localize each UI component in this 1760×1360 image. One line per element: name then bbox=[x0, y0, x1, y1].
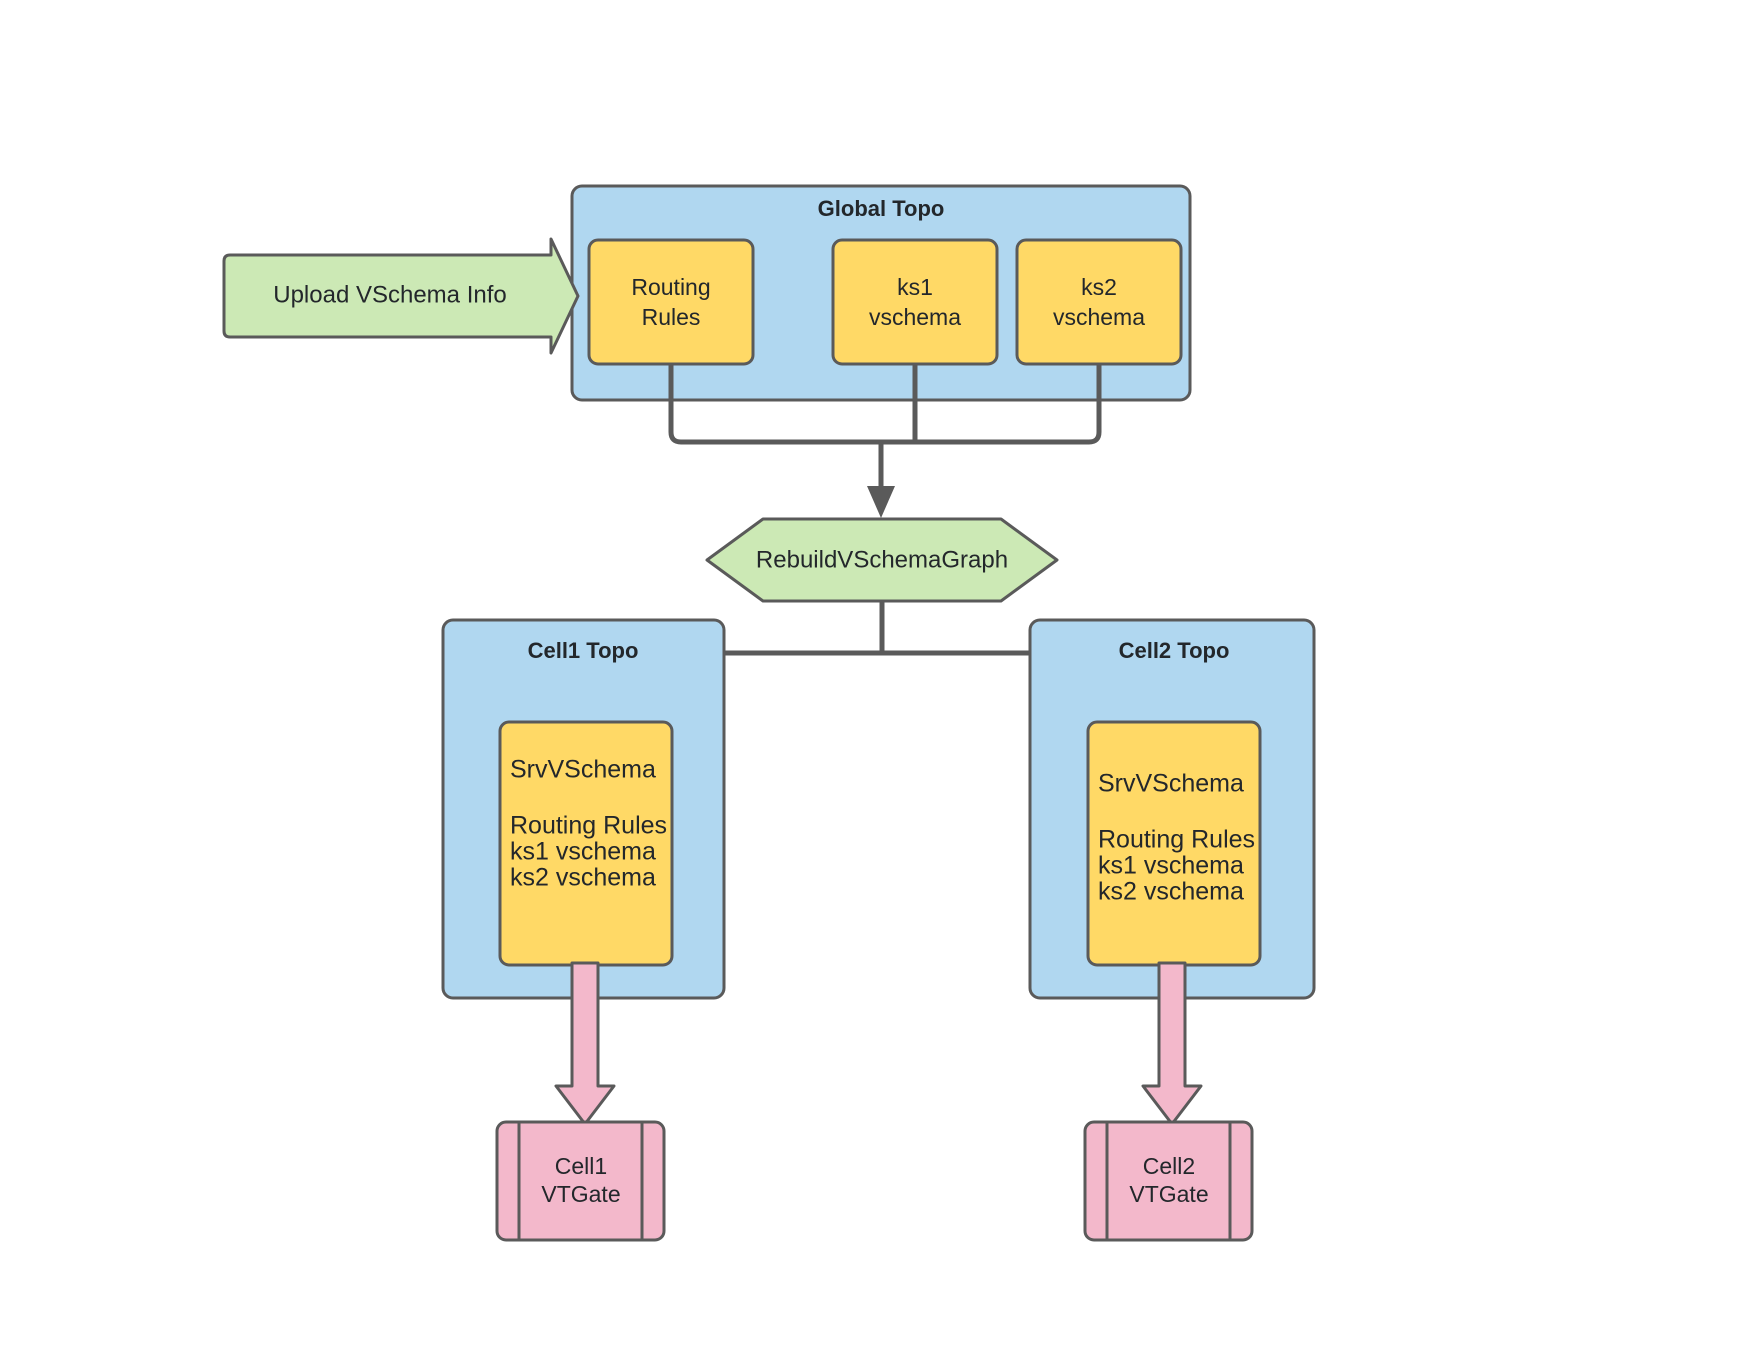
node-routing-rules-line2: Rules bbox=[642, 304, 701, 330]
node-ks1-vschema-line1: ks1 bbox=[897, 274, 933, 300]
node-ks1-vschema[interactable] bbox=[831, 238, 999, 366]
cell2-srv-to-vtgate-arrow bbox=[1141, 961, 1203, 1126]
global-to-rebuild-connectors bbox=[668, 364, 1102, 518]
cell2-vtgate-node[interactable] bbox=[1083, 1120, 1254, 1242]
cell2-vtgate-group[interactable]: Cell2 VTGate bbox=[1083, 1120, 1254, 1242]
cell1-srvvschema-item-1: ks1 vschema bbox=[510, 838, 656, 866]
cell2-srvvschema-item-0: Routing Rules bbox=[1098, 826, 1255, 854]
cell1-vtgate-group[interactable]: Cell1 VTGate bbox=[495, 1120, 666, 1242]
cell1-srvvschema-item-2: ks2 vschema bbox=[510, 864, 656, 892]
cell1-srv-to-vtgate-arrow bbox=[554, 961, 616, 1126]
connector-routing-rules bbox=[668, 364, 881, 445]
cell2-srv-to-vtgate-arrow-group bbox=[1141, 961, 1203, 1126]
cell2-vtgate-line1: Cell2 bbox=[1143, 1153, 1195, 1179]
upload-vschema-arrow-group[interactable]: Upload VSchema Info bbox=[222, 237, 580, 355]
arrowhead-to-rebuild bbox=[867, 486, 895, 518]
cell1-srvvschema-item-0: Routing Rules bbox=[510, 812, 667, 840]
connector-ks2 bbox=[881, 364, 1102, 445]
cell2-topo-group[interactable]: Cell2 Topo SrvVSchema Routing Rules ks1 … bbox=[1028, 618, 1316, 1000]
global-topo-label: Global Topo bbox=[818, 196, 945, 221]
cell2-srvvschema-item-1: ks1 vschema bbox=[1098, 852, 1244, 880]
cell2-srvvschema-heading: SrvVSchema bbox=[1098, 770, 1244, 798]
cell2-vtgate-line2: VTGate bbox=[1129, 1181, 1208, 1207]
rebuild-vschema-graph-shape[interactable] bbox=[705, 517, 1059, 603]
cell1-vtgate-line1: Cell1 bbox=[555, 1153, 607, 1179]
cell1-vtgate-line2: VTGate bbox=[541, 1181, 620, 1207]
cell2-srvvschema-item-2: ks2 vschema bbox=[1098, 878, 1244, 906]
node-routing-rules[interactable] bbox=[587, 238, 755, 366]
cell1-topo-group[interactable]: Cell1 Topo SrvVSchema Routing Rules ks1 … bbox=[441, 618, 726, 1000]
node-ks1-vschema-line2: vschema bbox=[869, 304, 961, 330]
node-ks2-vschema[interactable] bbox=[1015, 238, 1183, 366]
rebuild-vschema-graph-label: RebuildVSchemaGraph bbox=[756, 546, 1008, 573]
node-routing-rules-line1: Routing bbox=[631, 274, 710, 300]
cell1-srv-to-vtgate-arrow-group bbox=[554, 961, 616, 1126]
upload-vschema-arrow-label: Upload VSchema Info bbox=[273, 281, 506, 308]
node-ks2-vschema-line1: ks2 bbox=[1081, 274, 1117, 300]
cell1-topo-label: Cell1 Topo bbox=[528, 638, 639, 663]
node-ks2-vschema-line2: vschema bbox=[1053, 304, 1145, 330]
cell1-vtgate-node[interactable] bbox=[495, 1120, 666, 1242]
cell2-topo-label: Cell2 Topo bbox=[1119, 638, 1230, 663]
upload-vschema-arrow-shape[interactable] bbox=[222, 237, 580, 355]
cell1-srvvschema-heading: SrvVSchema bbox=[510, 756, 656, 784]
global-topo-group[interactable]: Global Topo Routing Rules ks1 vschema ks… bbox=[570, 184, 1192, 402]
rebuild-vschema-graph-group[interactable]: RebuildVSchemaGraph bbox=[705, 517, 1059, 603]
